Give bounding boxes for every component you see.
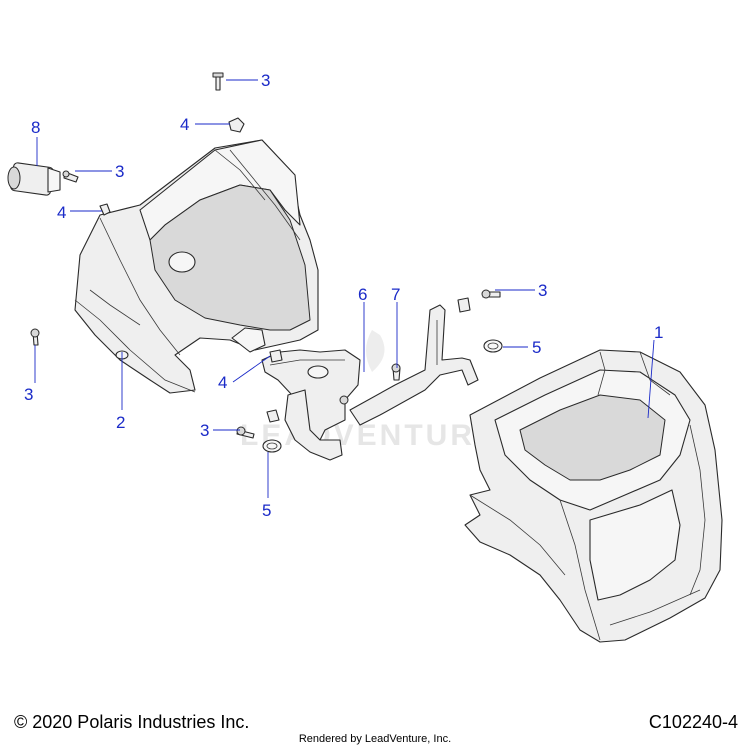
- callout-3-motor: 3: [115, 162, 124, 181]
- callout-3-left: 3: [24, 385, 33, 404]
- callout-7: 7: [391, 285, 400, 304]
- callout-4-top: 4: [180, 115, 189, 134]
- clip-bracket: [269, 349, 283, 363]
- callout-3-top: 3: [261, 71, 270, 90]
- part-7-bracket-arm: [349, 304, 479, 426]
- callout-5-right: 5: [532, 338, 541, 357]
- part-6-bracket: [261, 349, 361, 461]
- clip-right: [457, 297, 471, 313]
- hardware: [30, 72, 503, 453]
- watermark-text: LEADVENTURE: [240, 419, 498, 452]
- callout-8: 8: [31, 118, 40, 137]
- part-1-fairing: [464, 349, 723, 643]
- washer-center: [262, 439, 282, 453]
- clip-top: [228, 117, 245, 133]
- screw-bracket: [339, 395, 349, 405]
- leader-lines: [34, 79, 655, 498]
- screw-center: [236, 426, 255, 439]
- diagram-id: C102240-4: [648, 712, 738, 732]
- screw-motor: [62, 170, 79, 183]
- clip-motor: [99, 203, 111, 216]
- callout-4-motor: 4: [57, 203, 66, 222]
- washer-right: [483, 339, 503, 353]
- callout-6: 6: [358, 285, 367, 304]
- callout-4-bracket: 4: [218, 373, 227, 392]
- screw-7: [391, 363, 401, 381]
- callouts: 1 2 3 3 3 3 3 4 4 4 5 5 6 7 8: [24, 71, 663, 520]
- rendered-by-text: Rendered by LeadVenture, Inc.: [298, 733, 452, 745]
- screw-right: [481, 289, 501, 299]
- screw-left: [30, 328, 40, 346]
- part-2-housing: [74, 139, 319, 394]
- copyright-text: © 2020 Polaris Industries Inc.: [14, 712, 250, 732]
- screw-top: [212, 72, 224, 91]
- callout-3-center: 3: [200, 421, 209, 440]
- callout-3-right: 3: [538, 281, 547, 300]
- leadventure-watermark: LEADVENTURE: [240, 330, 498, 452]
- callout-2: 2: [116, 413, 125, 432]
- clip-center: [266, 409, 280, 423]
- part-8-motor: [7, 162, 61, 196]
- callout-5-center: 5: [262, 501, 271, 520]
- callout-1: 1: [654, 323, 663, 342]
